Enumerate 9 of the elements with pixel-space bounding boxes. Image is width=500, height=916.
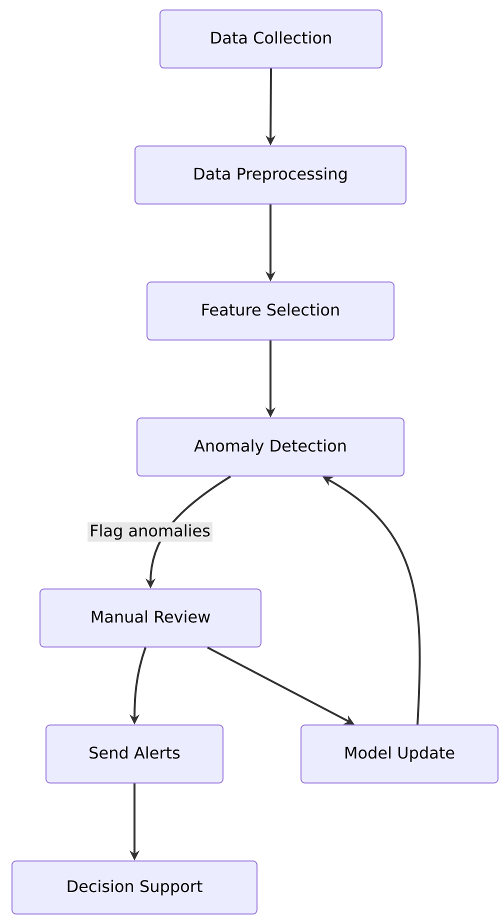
- process-box: Data Collection: [160, 10, 382, 69]
- process-box: Model Update: [300, 724, 498, 784]
- process-box: Anomaly Detection: [136, 418, 404, 476]
- edge-label: Flag anomalies: [88, 522, 212, 542]
- process-box: Feature Selection: [146, 282, 394, 340]
- process-box: Manual Review: [40, 588, 262, 648]
- process-box: Send Alerts: [46, 724, 224, 784]
- process-box: Data Preprocessing: [134, 146, 406, 204]
- process-box: Decision Support: [12, 860, 258, 914]
